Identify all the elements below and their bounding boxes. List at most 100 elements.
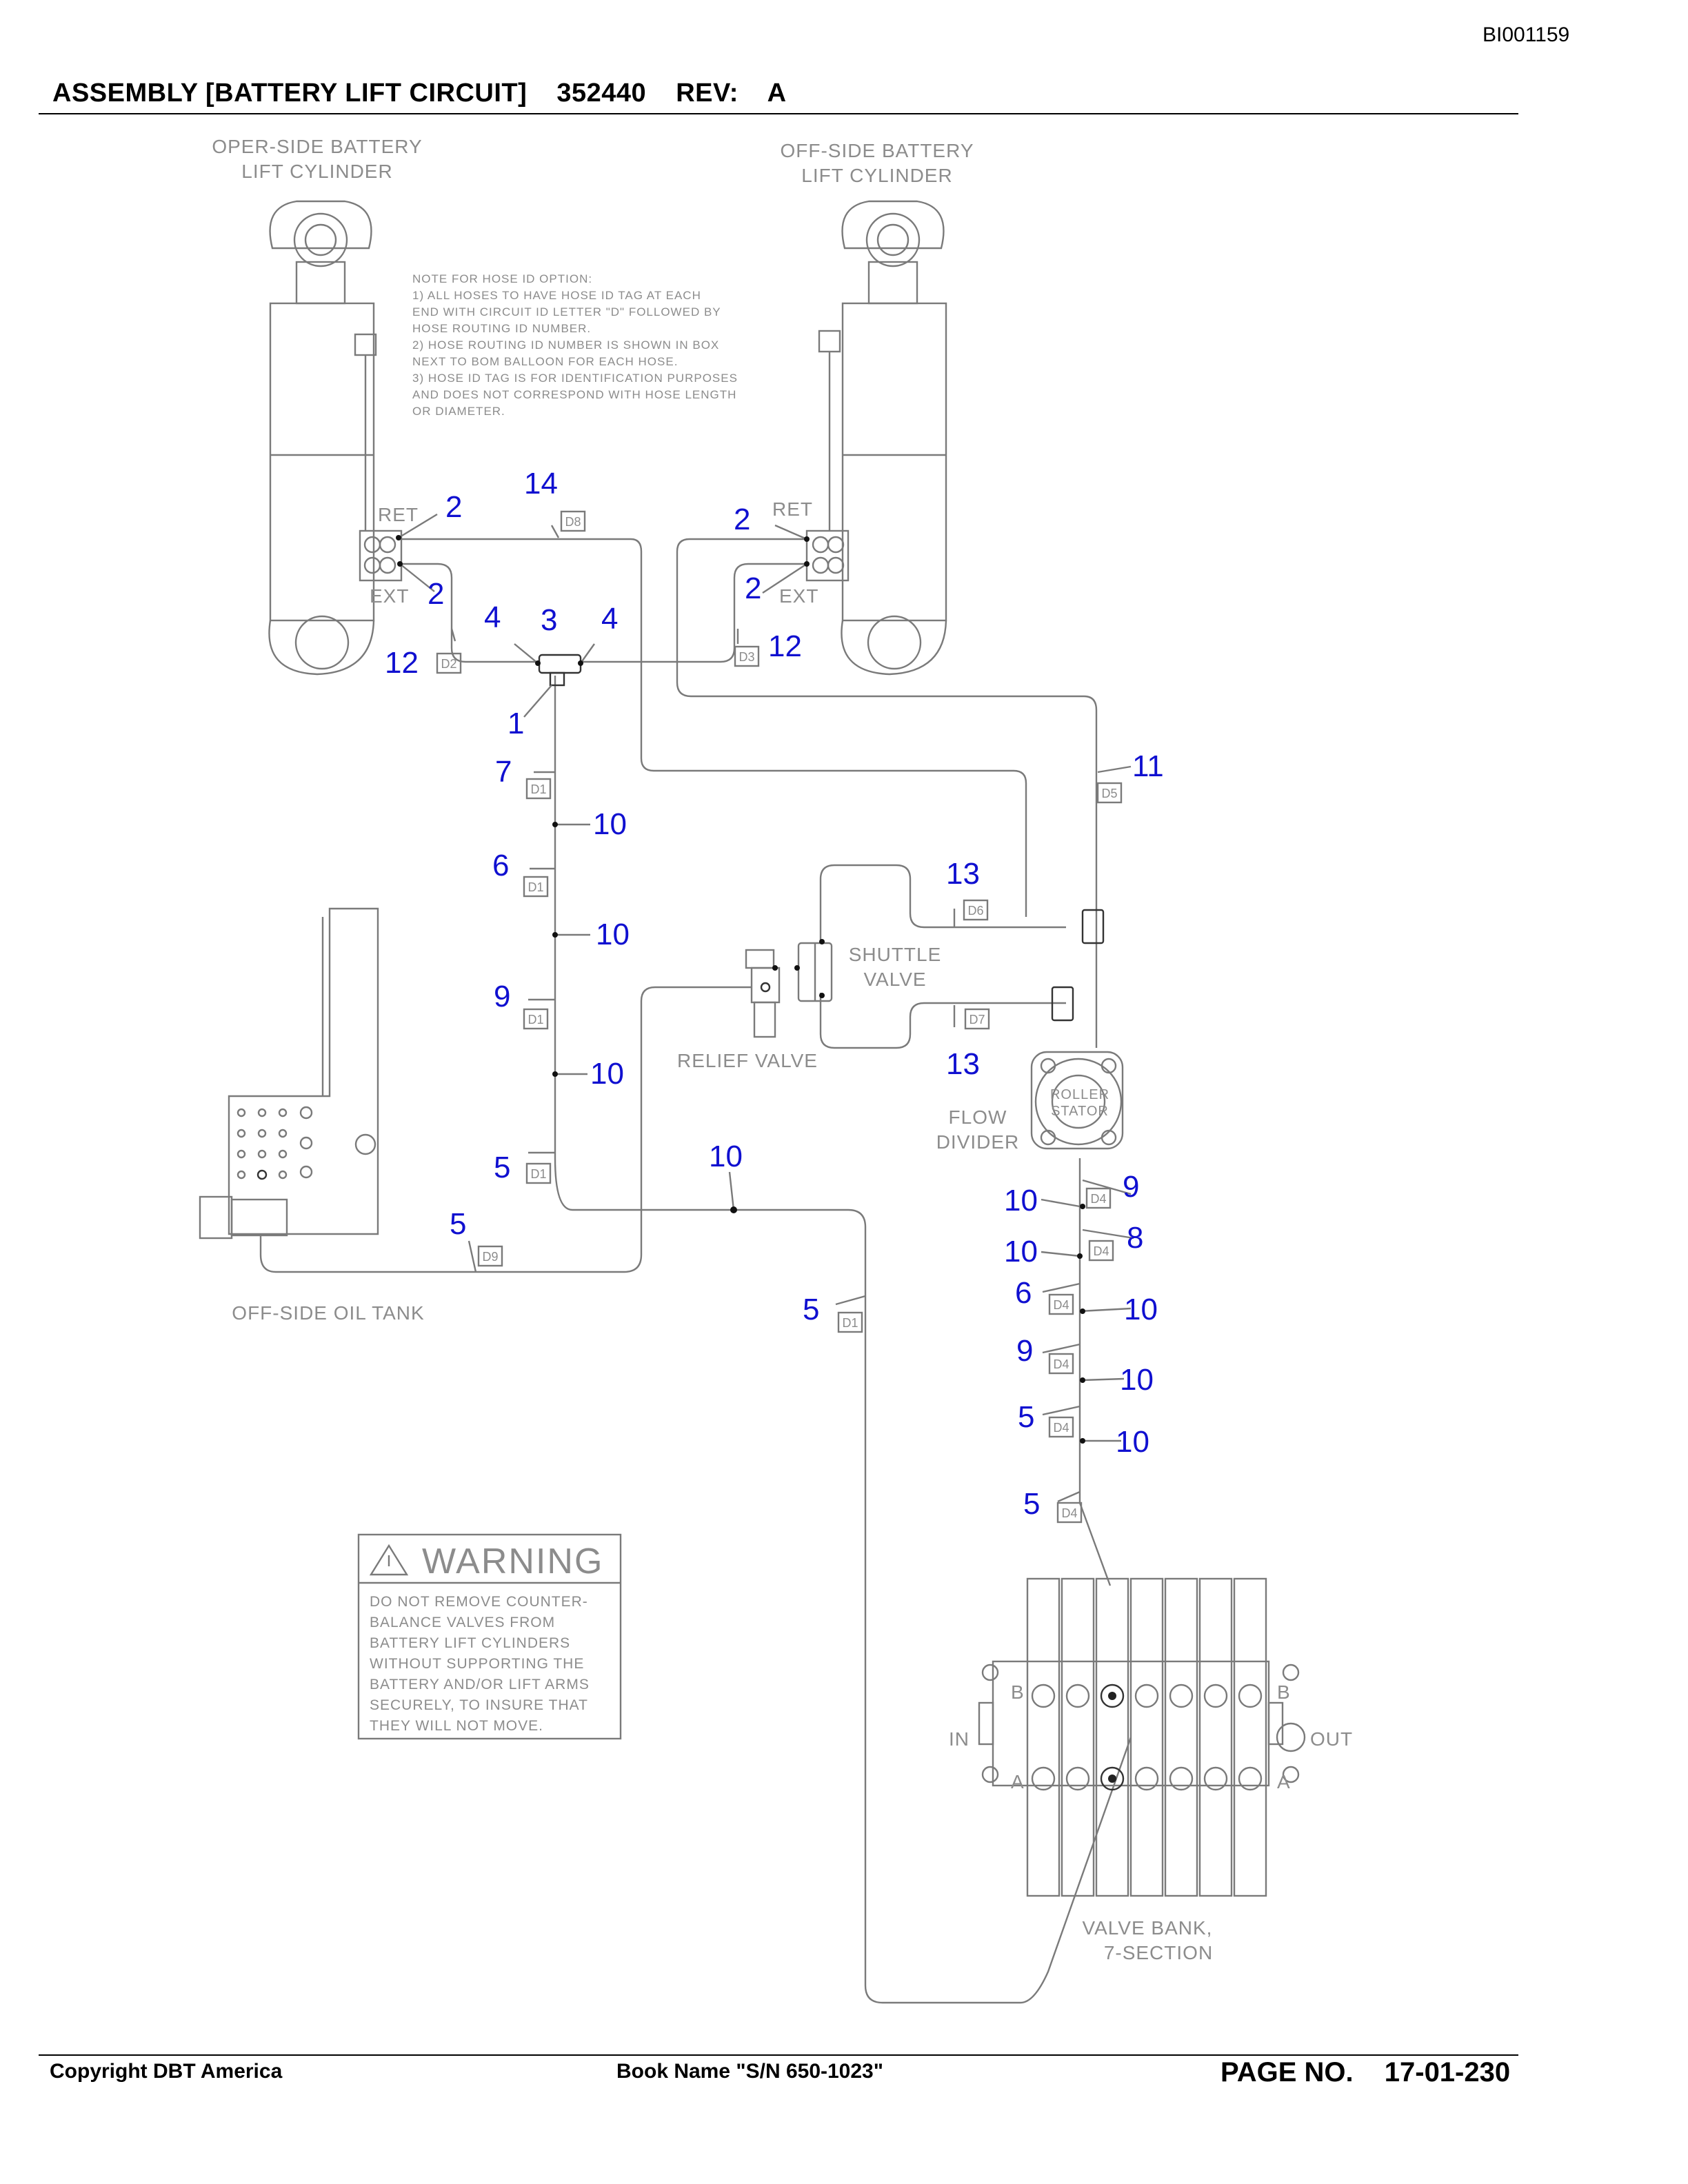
note-line: 3) HOSE ID TAG IS FOR IDENTIFICATION PUR… <box>412 372 738 385</box>
page-title: ASSEMBLY [BATTERY LIFT CIRCUIT] 352440 R… <box>52 79 809 108</box>
hose-tag: D4 <box>1053 1298 1069 1312</box>
valve-bank-out-port: OUT <box>1310 1728 1353 1750</box>
note-line: 2) HOSE ROUTING ID NUMBER IS SHOWN IN BO… <box>412 338 719 352</box>
page-number-value: 17-01-230 <box>1384 2057 1511 2087</box>
bom-balloon: 6 <box>1015 1276 1032 1310</box>
warning-plate <box>357 1533 622 1740</box>
bom-balloon: 2 <box>734 503 750 536</box>
hose-tag: D4 <box>1053 1357 1069 1371</box>
bom-balloon: 10 <box>1116 1425 1149 1459</box>
bom-balloon: 4 <box>484 600 501 634</box>
off-cylinder-label-1: OFF-SIDE BATTERY <box>781 140 974 161</box>
note-line: NEXT TO BOM BALLOON FOR EACH HOSE. <box>412 355 678 368</box>
rev-label: REV: <box>676 79 738 108</box>
note-line: END WITH CIRCUIT ID LETTER "D" FOLLOWED … <box>412 305 721 318</box>
warning-line: BATTERY AND/OR LIFT ARMS <box>370 1677 590 1692</box>
bom-balloon: 6 <box>492 849 509 882</box>
document-id: BI001159 <box>1483 23 1570 46</box>
oper-side-cylinder <box>268 200 403 676</box>
part-number: 352440 <box>556 79 647 108</box>
hose-lines <box>259 538 1132 2004</box>
bom-balloon: 10 <box>1004 1184 1038 1217</box>
warning-line: THEY WILL NOT MOVE. <box>370 1718 543 1734</box>
bom-balloon: 10 <box>596 918 630 951</box>
note-line: 1) ALL HOSES TO HAVE HOSE ID TAG AT EACH <box>412 289 701 302</box>
shuttle-valve-label-2: VALVE <box>863 969 926 990</box>
footer-rule <box>39 2054 1518 2056</box>
bom-balloon: 5 <box>1018 1400 1034 1434</box>
note-line: AND DOES NOT CORRESPOND WITH HOSE LENGTH <box>412 388 736 401</box>
valve-bank-port-b-right: B <box>1277 1681 1291 1703</box>
hose-tag: D5 <box>1101 787 1117 800</box>
warning-line: BATTERY LIFT CYLINDERS <box>370 1635 570 1651</box>
flow-divider-tees <box>1051 909 1105 1022</box>
copyright: Copyright DBT America <box>50 2060 283 2083</box>
tee-fitting <box>538 654 582 687</box>
bom-balloon: 10 <box>1120 1363 1154 1397</box>
bom-balloon: 10 <box>590 1057 624 1091</box>
hose-tag: D4 <box>1061 1506 1077 1520</box>
warning-line: WITHOUT SUPPORTING THE <box>370 1656 584 1672</box>
bom-balloon: 12 <box>768 629 802 663</box>
bom-balloon: 10 <box>593 807 627 841</box>
bom-balloon: 9 <box>494 980 510 1013</box>
off-side-oil-tank <box>199 907 379 1240</box>
hose-tag: D2 <box>441 657 456 671</box>
relief-valve <box>745 949 781 1038</box>
hose-tag: D1 <box>842 1316 858 1330</box>
hose-tag: D9 <box>482 1250 498 1264</box>
bom-balloon: 10 <box>709 1140 743 1173</box>
hose-tag: D7 <box>969 1013 985 1027</box>
bom-balloon: 8 <box>1127 1221 1143 1255</box>
bom-balloon: 5 <box>494 1151 510 1184</box>
bom-balloon: 5 <box>1023 1487 1040 1521</box>
bom-balloon: 7 <box>495 755 512 789</box>
valve-bank <box>978 1577 1306 1897</box>
bom-balloon: 2 <box>445 490 462 524</box>
warning-line: DO NOT REMOVE COUNTER- <box>370 1594 588 1610</box>
shuttle-valve-label-1: SHUTTLE <box>849 944 942 965</box>
bom-balloon: 14 <box>524 467 558 501</box>
valve-bank-label-1: VALVE BANK, <box>1083 1917 1213 1939</box>
hose-tag: D1 <box>528 1013 543 1027</box>
hose-tag: D3 <box>738 650 754 664</box>
assembly-title: ASSEMBLY [BATTERY LIFT CIRCUIT] <box>52 79 528 108</box>
off-cylinder-label-2: LIFT CYLINDER <box>801 165 952 186</box>
flow-divider-label-2: DIVIDER <box>936 1131 1020 1153</box>
note-line: HOSE ROUTING ID NUMBER. <box>412 322 591 335</box>
bom-balloon: 2 <box>428 577 444 611</box>
flow-divider-label-1: FLOW <box>949 1106 1007 1128</box>
warning-heading: WARNING <box>422 1541 603 1581</box>
hose-tag: D1 <box>530 1167 546 1181</box>
warning-line: SECURELY, TO INSURE THAT <box>370 1697 588 1713</box>
header-rule <box>39 113 1518 114</box>
oper-ret-label: RET <box>378 504 419 525</box>
hose-tag: D6 <box>967 904 983 918</box>
hose-id-tags: D8 D2 D3 D1 D5 D1 D6 D1 D7 D1 D9 D4 D4 D… <box>436 510 1123 1524</box>
bom-balloon: 11 <box>1132 749 1164 783</box>
connection-points <box>396 535 1085 1444</box>
hose-tag: D8 <box>565 515 581 529</box>
bom-balloon: 13 <box>946 1047 980 1081</box>
hose-tag: D1 <box>530 782 546 796</box>
book-name: Book Name "S/N 650-1023" <box>616 2060 883 2083</box>
bom-balloon: 4 <box>601 602 618 636</box>
off-ret-label: RET <box>772 498 813 520</box>
valve-bank-port-a-left: A <box>1011 1771 1025 1792</box>
hose-tag: D4 <box>1093 1244 1109 1258</box>
valve-bank-label-2: 7-SECTION <box>1104 1942 1213 1963</box>
bom-balloon: 9 <box>1123 1170 1139 1204</box>
valve-bank-in-port: IN <box>949 1728 969 1750</box>
note-line: NOTE FOR HOSE ID OPTION: <box>412 272 592 285</box>
bom-balloon: 10 <box>1004 1235 1038 1268</box>
oper-ext-label: EXT <box>370 585 409 607</box>
hose-tag: D4 <box>1053 1421 1069 1435</box>
off-side-cylinder <box>805 200 947 676</box>
bom-balloon: 5 <box>803 1293 819 1326</box>
hose-id-note: NOTE FOR HOSE ID OPTION: 1) ALL HOSES TO… <box>412 272 738 418</box>
hose-tag: D1 <box>528 880 543 894</box>
roller-stator-label-2: STATOR <box>1051 1104 1109 1119</box>
bom-balloon: 13 <box>946 857 980 891</box>
roller-stator-label-1: ROLLER <box>1050 1087 1109 1102</box>
